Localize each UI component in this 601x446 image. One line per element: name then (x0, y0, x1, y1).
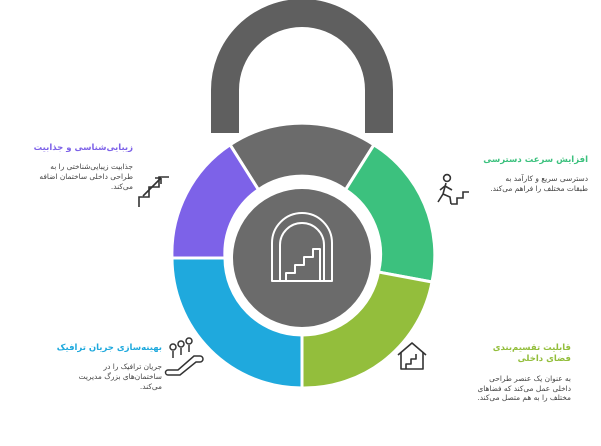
item-aesthetics-desc-line: جذابیت زیبایی‌شناختی را به (50, 162, 133, 171)
item-traffic-flow-desc-line: می‌کند. (139, 381, 162, 391)
item-space-division-desc-line: مختلف را به هم متصل می‌کند. (477, 393, 571, 403)
item-space-division-desc-line: به عنوان یک عنصر طراحی (489, 373, 571, 383)
item-aesthetics-desc-line: می‌کند. (110, 181, 133, 191)
stairs-up-icon (138, 176, 169, 207)
staircase-archway-icon (271, 212, 333, 282)
center-disk (229, 185, 375, 331)
padlock-shackle (211, 0, 393, 133)
person-climbing-stairs-icon (437, 173, 469, 205)
item-traffic-flow: بهینه‌سازی جریان ترافیک جریان ترافیک را … (45, 343, 162, 391)
item-space-division-desc-line: داخلی عمل می‌کند که فضاهای (477, 383, 571, 393)
segment-space-division (300, 270, 434, 390)
item-traffic-flow-desc-line: جریان ترافیک را در (103, 362, 162, 371)
item-aesthetics: زیبایی‌شناسی و جذابیت جذابیت زیبایی‌شناخ… (25, 143, 133, 191)
item-traffic-flow-desc: جریان ترافیک را در ساختمان‌های بزرگ مدیر… (45, 362, 162, 391)
item-aesthetics-desc: جذابیت زیبایی‌شناختی را به طراحی داخلی س… (25, 162, 133, 191)
segment-traffic-flow (170, 256, 304, 390)
item-space-division: قابلیت تقسیم‌بندی فضای داخلی به عنوان یک… (447, 343, 571, 403)
item-traffic-flow-desc-line: ساختمان‌های بزرگ مدیریت (78, 371, 162, 381)
item-access-speed-title: افزایش سرعت دسترسی (483, 155, 588, 165)
house-stairs-icon (397, 342, 427, 370)
item-traffic-flow-title: بهینه‌سازی جریان ترافیک (56, 343, 162, 353)
item-access-speed-desc-line: دسترسی سریع و کارآمد به (505, 174, 588, 183)
item-aesthetics-desc-line: طراحی داخلی ساختمان اضافه (39, 171, 133, 181)
item-space-division-title: قابلیت تقسیم‌بندی فضای داخلی (492, 343, 571, 365)
item-aesthetics-title: زیبایی‌شناسی و جذابیت (33, 143, 133, 153)
item-access-speed-desc: دسترسی سریع و کارآمد به طبقات مختلف را ف… (476, 174, 588, 194)
item-access-speed: افزایش سرعت دسترسی دسترسی سریع و کارآمد … (476, 155, 588, 194)
item-space-division-desc: به عنوان یک عنصر طراحی داخلی عمل می‌کند … (447, 374, 571, 403)
people-escalator-icon (164, 337, 204, 376)
item-access-speed-desc-line: طبقات مختلف را فراهم می‌کند. (490, 183, 588, 193)
